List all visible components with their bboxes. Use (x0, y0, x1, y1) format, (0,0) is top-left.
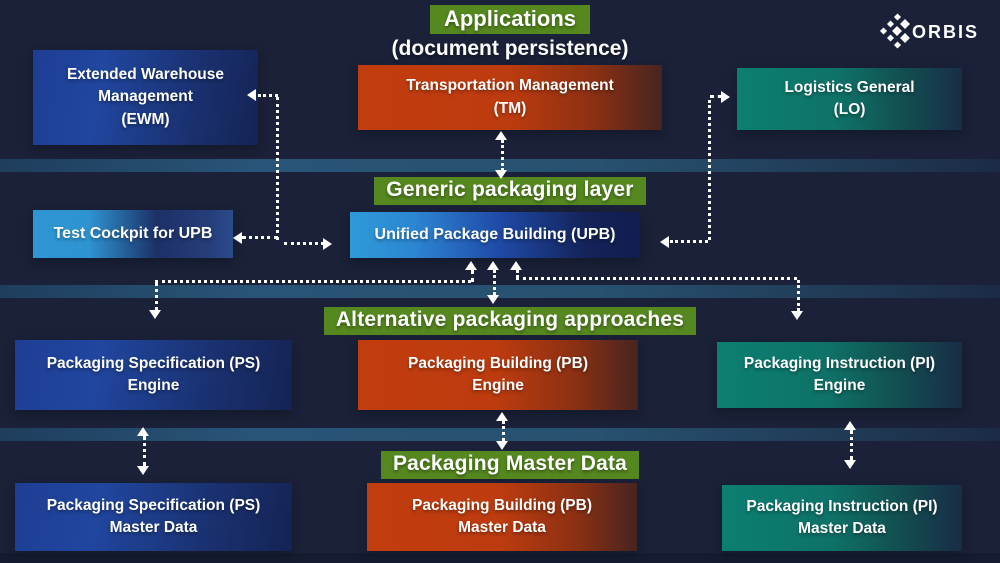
arrowhead-left (233, 232, 242, 244)
box-label: (LO) (833, 101, 866, 118)
dotted-line (516, 277, 797, 280)
arrowhead-left (660, 236, 669, 248)
box-test-cockpit: Test Cockpit for UPB (33, 210, 233, 258)
dotted-line (155, 280, 471, 283)
arrowhead-up (137, 427, 149, 436)
footer-bar (0, 553, 1000, 563)
arrowhead-up (465, 261, 477, 270)
svg-text:ORBIS: ORBIS (912, 22, 979, 42)
arrowhead-up (844, 421, 856, 430)
arrowhead-up (487, 261, 499, 270)
dotted-line (501, 140, 504, 171)
applications-subheading: (document persistence) (391, 37, 629, 60)
dotted-line (242, 236, 278, 239)
dotted-line (284, 242, 324, 245)
box-label: Engine (813, 377, 866, 394)
generic-layer-heading: Generic packaging layer (335, 177, 685, 205)
box-label: Management (98, 88, 193, 106)
arrowhead-up (510, 261, 522, 270)
box-label: Transportation Management (406, 77, 614, 95)
box-label: Packaging Building (PB) (408, 354, 588, 372)
dotted-line (516, 270, 519, 278)
box-pi-master-data: Packaging Instruction (PI) Master Data (722, 485, 962, 551)
layer-stripe-2 (0, 285, 1000, 298)
box-tm: Transportation Management (TM) (358, 65, 662, 130)
arrowhead-up (495, 131, 507, 140)
arrowhead-right (323, 238, 332, 250)
dotted-line (155, 283, 158, 310)
box-label: Master Data (798, 520, 886, 537)
box-pb-master-data: Packaging Building (PB) Master Data (367, 483, 637, 551)
applications-heading: Applications (429, 5, 590, 34)
page-title: Applications (document persistence) (310, 5, 710, 61)
dotted-line (276, 97, 279, 240)
dotted-line (258, 94, 278, 97)
arrowhead-down (496, 441, 508, 450)
arrowhead-down (149, 310, 161, 319)
box-label: Packaging Instruction (PI) (746, 497, 938, 515)
dotted-line (493, 270, 496, 295)
dotted-line (143, 436, 146, 466)
arrowhead-down (137, 466, 149, 475)
box-label: Packaging Specification (PS) (46, 496, 261, 514)
box-upb: Unified Package Building (UPB) (350, 212, 640, 258)
dotted-line (708, 100, 711, 240)
box-ewm: Extended Warehouse Management (EWM) (33, 50, 258, 145)
box-ps-engine: Packaging Specification (PS) Engine (15, 340, 292, 410)
box-label: Master Data (458, 519, 546, 536)
box-label: Extended Warehouse (66, 65, 225, 83)
box-label: (TM) (493, 99, 527, 117)
box-label: Engine (472, 377, 524, 394)
arrowhead-down (495, 170, 507, 179)
dotted-line (710, 95, 722, 98)
box-ps-master-data: Packaging Specification (PS) Master Data (15, 483, 292, 551)
dotted-line (797, 280, 800, 311)
layer-stripe-3 (0, 428, 1000, 441)
box-label: Logistics General (784, 78, 915, 96)
box-label: Unified Package Building (UPB) (374, 226, 616, 244)
alternative-approaches-heading: Alternative packaging approaches (285, 307, 735, 335)
arrowhead-left (247, 89, 256, 101)
box-label: Master Data (109, 519, 198, 536)
dotted-line (471, 270, 474, 282)
orbis-logo: ORBIS (879, 13, 979, 49)
arrowhead-up (496, 412, 508, 421)
dotted-line (670, 240, 708, 243)
box-pb-engine: Packaging Building (PB) Engine (358, 340, 638, 410)
box-lo: Logistics General (LO) (737, 68, 962, 130)
arrowhead-down (791, 311, 803, 320)
box-label: Packaging Building (PB) (412, 496, 592, 514)
dotted-line (502, 421, 505, 441)
box-label: Packaging Instruction (PI) (743, 354, 936, 372)
arrowhead-right (721, 91, 730, 103)
box-pi-engine: Packaging Instruction (PI) Engine (717, 342, 962, 408)
box-label: Packaging Specification (PS) (46, 354, 261, 372)
arrowhead-down (487, 295, 499, 304)
layer-stripe-1 (0, 159, 1000, 172)
box-label: (EWM) (121, 110, 170, 128)
dotted-line (850, 430, 853, 460)
box-label: Engine (127, 377, 180, 394)
arrowhead-down (844, 460, 856, 469)
master-data-heading: Packaging Master Data (335, 451, 685, 479)
box-label: Test Cockpit for UPB (53, 225, 213, 243)
